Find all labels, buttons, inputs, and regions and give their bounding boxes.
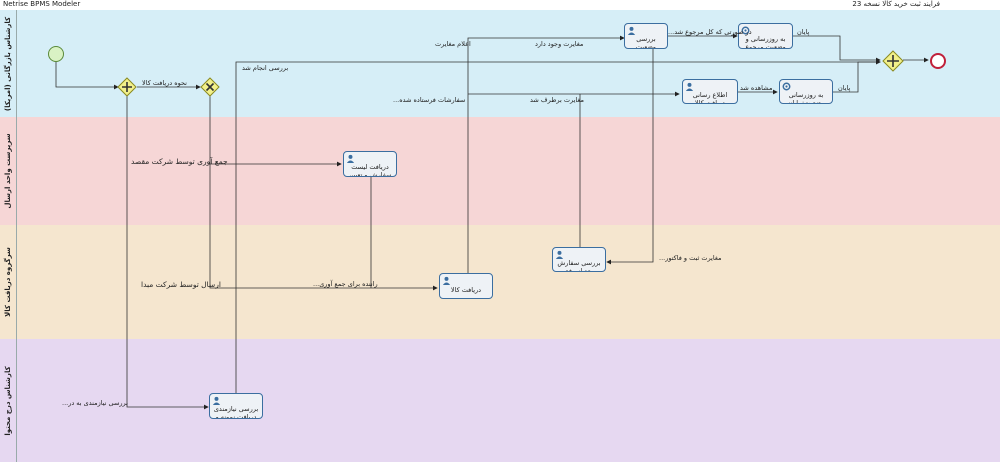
end-event[interactable] [929, 52, 947, 70]
user-icon [685, 82, 694, 91]
flow-label-send-origin: ارسال توسط شرکت مبدا [141, 280, 221, 289]
task-update-return[interactable]: به روزرسانی و وضعیت مرجوع پایان [738, 23, 793, 49]
flow-label-driver-collect: راننده برای جمع آوری... [313, 280, 378, 288]
flow-mismatch-order [606, 49, 654, 265]
flow-gw2-receive-list [209, 96, 342, 167]
flow-label-notify-mismatch: اعلام مغایرت [435, 40, 471, 48]
flow-status-merge [833, 59, 881, 93]
user-icon [346, 154, 355, 163]
user-icon [555, 250, 564, 259]
title-bar: Netrise BPMS Modeler فرایند ثبت خرید کال… [0, 0, 1000, 10]
user-icon [627, 26, 636, 35]
task-label: به روزرسانی وضعیت: پایان [787, 91, 825, 104]
task-label: به روزرسانی و وضعیت مرجوع پایان [745, 35, 786, 49]
lane-dispatch: سرپرست واحد ارسال [0, 117, 1000, 225]
flow-label-review-done: بررسی انجام شد [242, 64, 289, 72]
flow-label-mismatch-fixed: مغایرت برطرف شد [530, 96, 584, 104]
flow-gw1-review-needs [126, 96, 209, 410]
task-review-needs[interactable]: بررسی نیازمندی دریافت نمونه و درج محتوا [209, 393, 263, 419]
flow-label-collect-dest: جمع آوری توسط شرکت مقصد [131, 157, 228, 166]
task-update-status[interactable]: به روزرسانی وضعیت: پایان [779, 79, 833, 104]
flow-label-end1: پایان [797, 28, 810, 36]
task-review-mismatch[interactable]: بررسی وضعیت مغایرت و درج فوری نیاز الصاق… [624, 23, 668, 49]
parallel-gateway-split[interactable] [117, 77, 137, 97]
task-receive-goods[interactable]: دریافت کالا [439, 273, 493, 299]
lane-content: کارشناس درج محتوا [0, 339, 1000, 462]
flow-label-orders-sent: سفارشات فرستاده شده... [393, 96, 466, 104]
lane-receipt: سرگروه دریافت کالا [0, 225, 1000, 339]
task-label: بررسی نیازمندی دریافت نمونه و درج محتوا [213, 405, 259, 419]
process-title: فرایند ثبت خرید کالا نسخه 23 [852, 0, 940, 8]
task-label: دریافت کالا [450, 286, 482, 294]
flow-label-receipt: نحوه دریافت کالا [142, 79, 187, 87]
flow-label-end2: پایان [838, 84, 851, 92]
flow-start-gw1 [55, 60, 119, 90]
exclusive-gateway[interactable] [200, 77, 220, 97]
flow-review-needs-merge [235, 59, 881, 393]
parallel-gateway-merge[interactable] [882, 50, 904, 72]
lane-header: کارشناس بازرگانی (امریکا) [0, 10, 17, 117]
start-event[interactable] [47, 45, 65, 63]
user-icon [442, 276, 451, 285]
lane-header: سرپرست واحد ارسال [0, 117, 17, 225]
lane-commercial: کارشناس بازرگانی (امریکا) [0, 10, 1000, 117]
user-icon [212, 396, 221, 405]
flow-gw2-receive-goods [209, 164, 438, 291]
task-review-order[interactable]: بررسی سفارش بعد از رفع مغایرت [552, 247, 606, 272]
task-label: دریافت لیست سفارش و تعیین راننده [348, 163, 392, 177]
flow-label-mismatch-exists: مغایرت وجود دارد [535, 40, 584, 48]
flow-return-merge [793, 35, 881, 63]
flow-label-return: در صورتی که کل مرجوع شد... [668, 28, 752, 36]
flow-label-mismatch-invoice: مغایرت ثبت و فاکتور... [659, 254, 722, 262]
service-icon [782, 82, 791, 91]
task-label: اطلاع رسانی دریافت کالا [692, 91, 728, 104]
task-label: بررسی وضعیت مغایرت و درج فوری نیاز الصاق… [635, 35, 657, 49]
task-notify-receipt[interactable]: اطلاع رسانی دریافت کالا [682, 79, 738, 104]
service-icon [741, 26, 750, 35]
task-label: بررسی سفارش بعد از رفع مغایرت [557, 259, 601, 272]
task-receive-list[interactable]: دریافت لیست سفارش و تعیین راننده [343, 151, 397, 177]
lane-header: سرگروه دریافت کالا [0, 225, 17, 339]
flow-label-observed: مشاهده شد [740, 84, 773, 92]
flow-label-review-needs: بررسی نیازمندی به در... [62, 399, 128, 407]
app-title: Netrise BPMS Modeler [3, 0, 81, 8]
lane-header: کارشناس درج محتوا [0, 339, 17, 462]
flow-goods-review-mismatch [467, 35, 625, 273]
